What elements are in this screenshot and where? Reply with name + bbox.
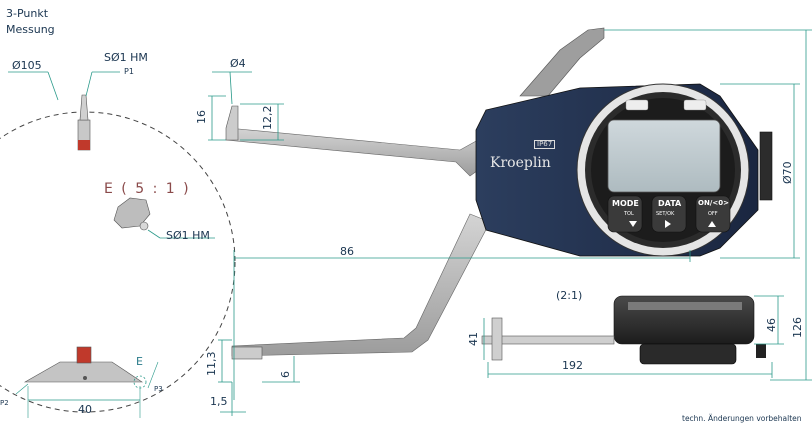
dim-side-126: 126 — [791, 317, 804, 338]
dim-side-41: 41 — [467, 332, 480, 346]
side-view — [481, 295, 766, 365]
detail-p2: P2 — [0, 399, 9, 407]
right-arrow-icon — [665, 220, 671, 228]
gauge-ip-rating: IP67 — [534, 140, 556, 149]
dim-tip-height: 16 — [195, 110, 208, 124]
detail-view — [0, 71, 236, 418]
detail-diameter: Ø105 — [12, 59, 42, 72]
lower-tip — [231, 346, 263, 360]
detail-tip-label-2: SØ1 HM — [166, 229, 210, 242]
gauge-brand: Kroeplin — [490, 155, 551, 171]
dim-tip-dia: Ø4 — [230, 57, 246, 70]
dimension-lines — [208, 29, 812, 416]
on-button-sub: OFF — [708, 211, 718, 217]
dim-arm-length: 86 — [340, 245, 354, 258]
indicator-right — [683, 99, 707, 111]
lower-arm — [231, 213, 491, 357]
detail-e-shape — [113, 197, 151, 229]
dim-lower-height: 11,3 — [205, 351, 218, 377]
data-button[interactable]: DATA — [658, 199, 682, 208]
detail-p1: P1 — [124, 67, 134, 76]
tip-point — [79, 94, 89, 121]
side-plunger — [481, 335, 615, 345]
down-arrow-icon — [629, 221, 637, 227]
detail-width: 40 — [78, 403, 92, 416]
dim-gauge-dia: Ø70 — [781, 161, 794, 184]
upper-arm — [225, 127, 493, 177]
detail-e-marker: E — [136, 355, 143, 368]
data-button-shape — [651, 195, 687, 233]
dim-side-192: 192 — [562, 359, 583, 372]
detail-tip-label: SØ1 HM — [104, 51, 148, 64]
title-line2: Messung — [6, 23, 55, 36]
side-scale: (2:1) — [556, 289, 583, 302]
detail-p3: P3 — [154, 385, 163, 393]
detail-view-label: E ( 5 : 1 ) — [104, 181, 191, 197]
title-line1: 3-Punkt — [6, 7, 49, 20]
indicator-left — [625, 99, 649, 111]
mode-button-sub: TOL — [624, 211, 634, 217]
on-button[interactable]: ON/<0> — [698, 199, 729, 207]
lcd-screen — [607, 119, 721, 193]
dim-lower-tip: 6 — [279, 371, 292, 378]
lower-tip-assembly — [23, 361, 143, 383]
dim-tip-offset: 12,2 — [261, 105, 274, 131]
footer-note: techn. Änderungen vorbehalten — [682, 414, 802, 423]
on-button-shape — [695, 195, 731, 233]
upper-tip — [225, 105, 239, 141]
side-knob — [759, 131, 773, 201]
lever — [519, 27, 605, 97]
mode-button[interactable]: MODE — [612, 199, 639, 208]
data-button-sub: SET/OK — [656, 211, 675, 217]
dim-side-46: 46 — [765, 318, 778, 332]
up-arrow-icon — [708, 221, 716, 227]
gauge-assembly — [225, 27, 773, 360]
dim-lower-offset: 1,5 — [210, 395, 228, 408]
side-knurl — [639, 343, 737, 365]
